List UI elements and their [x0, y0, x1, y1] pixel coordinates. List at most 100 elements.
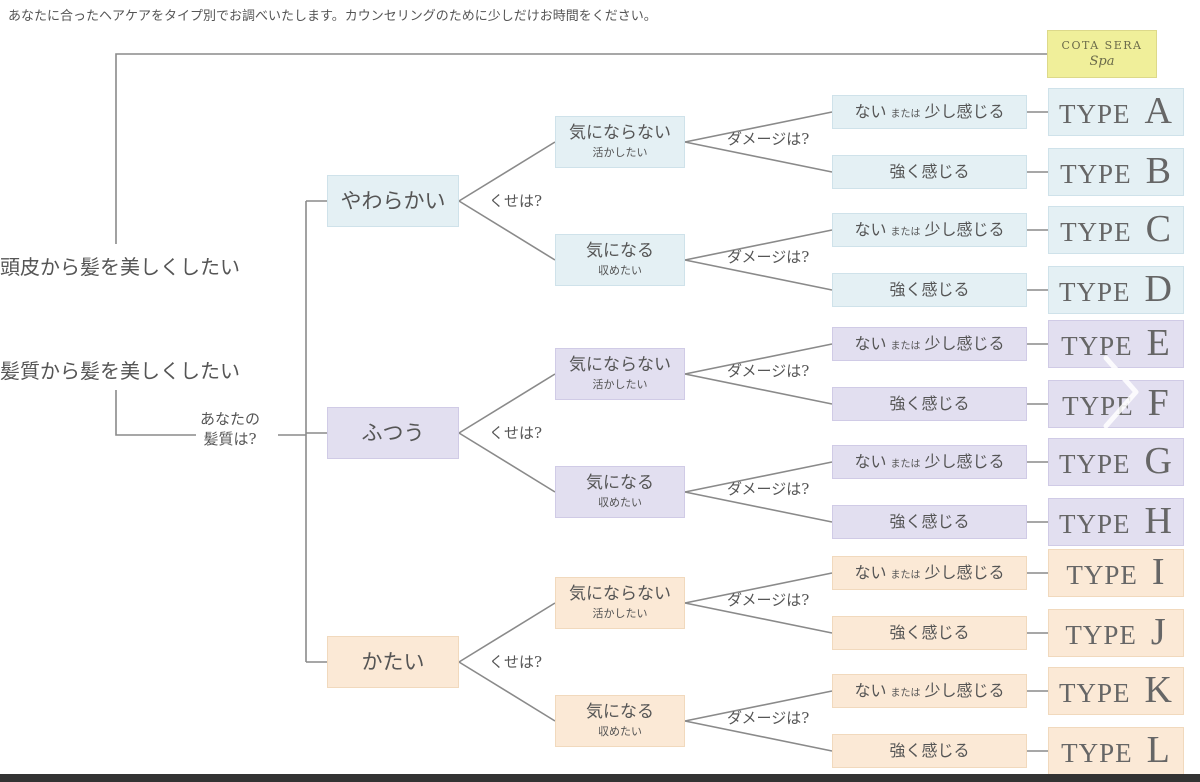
habit-option-main: 気になる — [586, 241, 654, 262]
damage-option-strong[interactable]: 強く感じる — [832, 616, 1027, 650]
damage-none-part2: 少し感じる — [924, 333, 1005, 353]
damage-option-strong-label: 強く感じる — [889, 161, 970, 181]
connector-habit-to-damage — [684, 141, 833, 173]
category-label: やわらかい — [340, 188, 446, 213]
damage-option-none[interactable]: ないまたは少し感じる — [832, 213, 1027, 247]
type-prefix: TYPE — [1061, 738, 1133, 769]
damage-none-connector: または — [890, 108, 921, 120]
damage-option-none[interactable]: ないまたは少し感じる — [832, 556, 1027, 590]
damage-option-strong[interactable]: 強く感じる — [832, 273, 1027, 307]
goal-hair-quality: 髪質から髪を美しくしたい — [0, 359, 240, 383]
damage-none-part2: 少し感じる — [924, 562, 1005, 582]
goal-scalp: 頭皮から髪を美しくしたい — [0, 255, 240, 279]
damage-option-none-label: ないまたは少し感じる — [854, 101, 1004, 121]
damage-option-none[interactable]: ないまたは少し感じる — [832, 95, 1027, 129]
damage-option-none[interactable]: ないまたは少し感じる — [832, 674, 1027, 708]
damage-question: ダメージは? — [727, 362, 810, 380]
category-label: ふつう — [361, 420, 425, 445]
type-prefix: TYPE — [1059, 277, 1131, 308]
damage-option-strong-label: 強く感じる — [889, 279, 970, 299]
damage-option-strong[interactable]: 強く感じる — [832, 387, 1027, 421]
category-label: かたい — [361, 649, 425, 674]
damage-none-part1: ない — [854, 101, 887, 121]
connector-category-to-habit — [458, 373, 556, 434]
connector-habit-to-damage — [684, 602, 833, 634]
connector-category-to-habit — [458, 141, 556, 202]
type-prefix: TYPE — [1060, 217, 1132, 248]
damage-option-strong[interactable]: 強く感じる — [832, 155, 1027, 189]
habit-option-mind[interactable]: 気になる収めたい — [555, 695, 685, 747]
connector-habit-to-damage — [684, 229, 833, 261]
type-k[interactable]: TYPE K — [1048, 667, 1184, 715]
damage-none-connector: または — [890, 569, 921, 581]
connector-category-to-habit — [458, 661, 556, 722]
damage-question: ダメージは? — [727, 709, 810, 727]
type-label: TYPE K — [1059, 669, 1173, 713]
damage-option-none-label: ないまたは少し感じる — [854, 220, 1004, 239]
root-question: あなたの 髪質は? — [200, 410, 261, 448]
habit-option-mind[interactable]: 気になる収めたい — [555, 466, 685, 518]
type-prefix: TYPE — [1059, 99, 1131, 130]
damage-option-none-label: ないまたは少し感じる — [854, 562, 1005, 582]
chevron-right-icon[interactable] — [1092, 352, 1152, 432]
habit-option-main: 気になる — [586, 702, 654, 723]
type-prefix: TYPE — [1066, 560, 1138, 591]
category-0[interactable]: やわらかい — [327, 175, 459, 227]
damage-option-strong-label: 強く感じる — [889, 740, 970, 760]
damage-option-strong-label: 強く感じる — [889, 393, 970, 413]
category-2[interactable]: かたい — [327, 636, 459, 688]
connector-habit-to-damage — [684, 690, 833, 722]
habit-option-not-mind[interactable]: 気にならない活かしたい — [555, 116, 685, 168]
type-letter: E — [1146, 322, 1171, 365]
connector-habit-to-damage — [684, 343, 833, 375]
habit-option-main: 気にならない — [569, 584, 671, 605]
damage-question: ダメージは? — [727, 130, 810, 148]
type-letter: A — [1144, 90, 1173, 133]
habit-option-not-mind[interactable]: 気にならない活かしたい — [555, 577, 685, 629]
habit-option-not-mind[interactable]: 気にならない活かしたい — [555, 348, 685, 400]
type-a[interactable]: TYPE A — [1048, 88, 1184, 136]
type-letter: K — [1144, 669, 1173, 712]
damage-option-none[interactable]: ないまたは少し感じる — [832, 327, 1027, 361]
type-letter: H — [1144, 500, 1173, 543]
type-label: TYPE A — [1059, 90, 1173, 134]
connector-habit-to-damage — [684, 461, 833, 493]
habit-option-sub: 収めたい — [598, 263, 642, 277]
damage-option-strong[interactable]: 強く感じる — [832, 505, 1027, 539]
damage-none-part1: ない — [854, 333, 887, 353]
damage-option-strong[interactable]: 強く感じる — [832, 734, 1027, 768]
connector-quality-to-question — [115, 390, 196, 436]
damage-none-connector: または — [890, 226, 921, 238]
type-d[interactable]: TYPE D — [1048, 266, 1184, 314]
connector-habit-to-damage — [684, 720, 833, 752]
damage-none-part1: ない — [854, 451, 887, 471]
habit-option-sub: 活かしたい — [592, 377, 648, 391]
habit-option-main: 気にならない — [569, 355, 671, 376]
connector-habit-to-damage — [684, 491, 833, 523]
type-prefix: TYPE — [1059, 678, 1131, 709]
habit-option-mind[interactable]: 気になる収めたい — [555, 234, 685, 286]
type-letter: D — [1144, 268, 1173, 311]
damage-option-none[interactable]: ないまたは少し感じる — [832, 445, 1027, 479]
type-label: TYPE C — [1060, 208, 1172, 252]
type-letter: C — [1145, 208, 1172, 251]
type-c[interactable]: TYPE C — [1048, 206, 1184, 254]
damage-none-connector: または — [890, 340, 921, 352]
category-1[interactable]: ふつう — [327, 407, 459, 459]
habit-option-main: 気にならない — [569, 123, 671, 144]
habit-question: くせは? — [489, 424, 543, 442]
damage-option-none-label: ないまたは少し感じる — [854, 333, 1005, 353]
connector-habit-to-damage — [684, 111, 833, 143]
